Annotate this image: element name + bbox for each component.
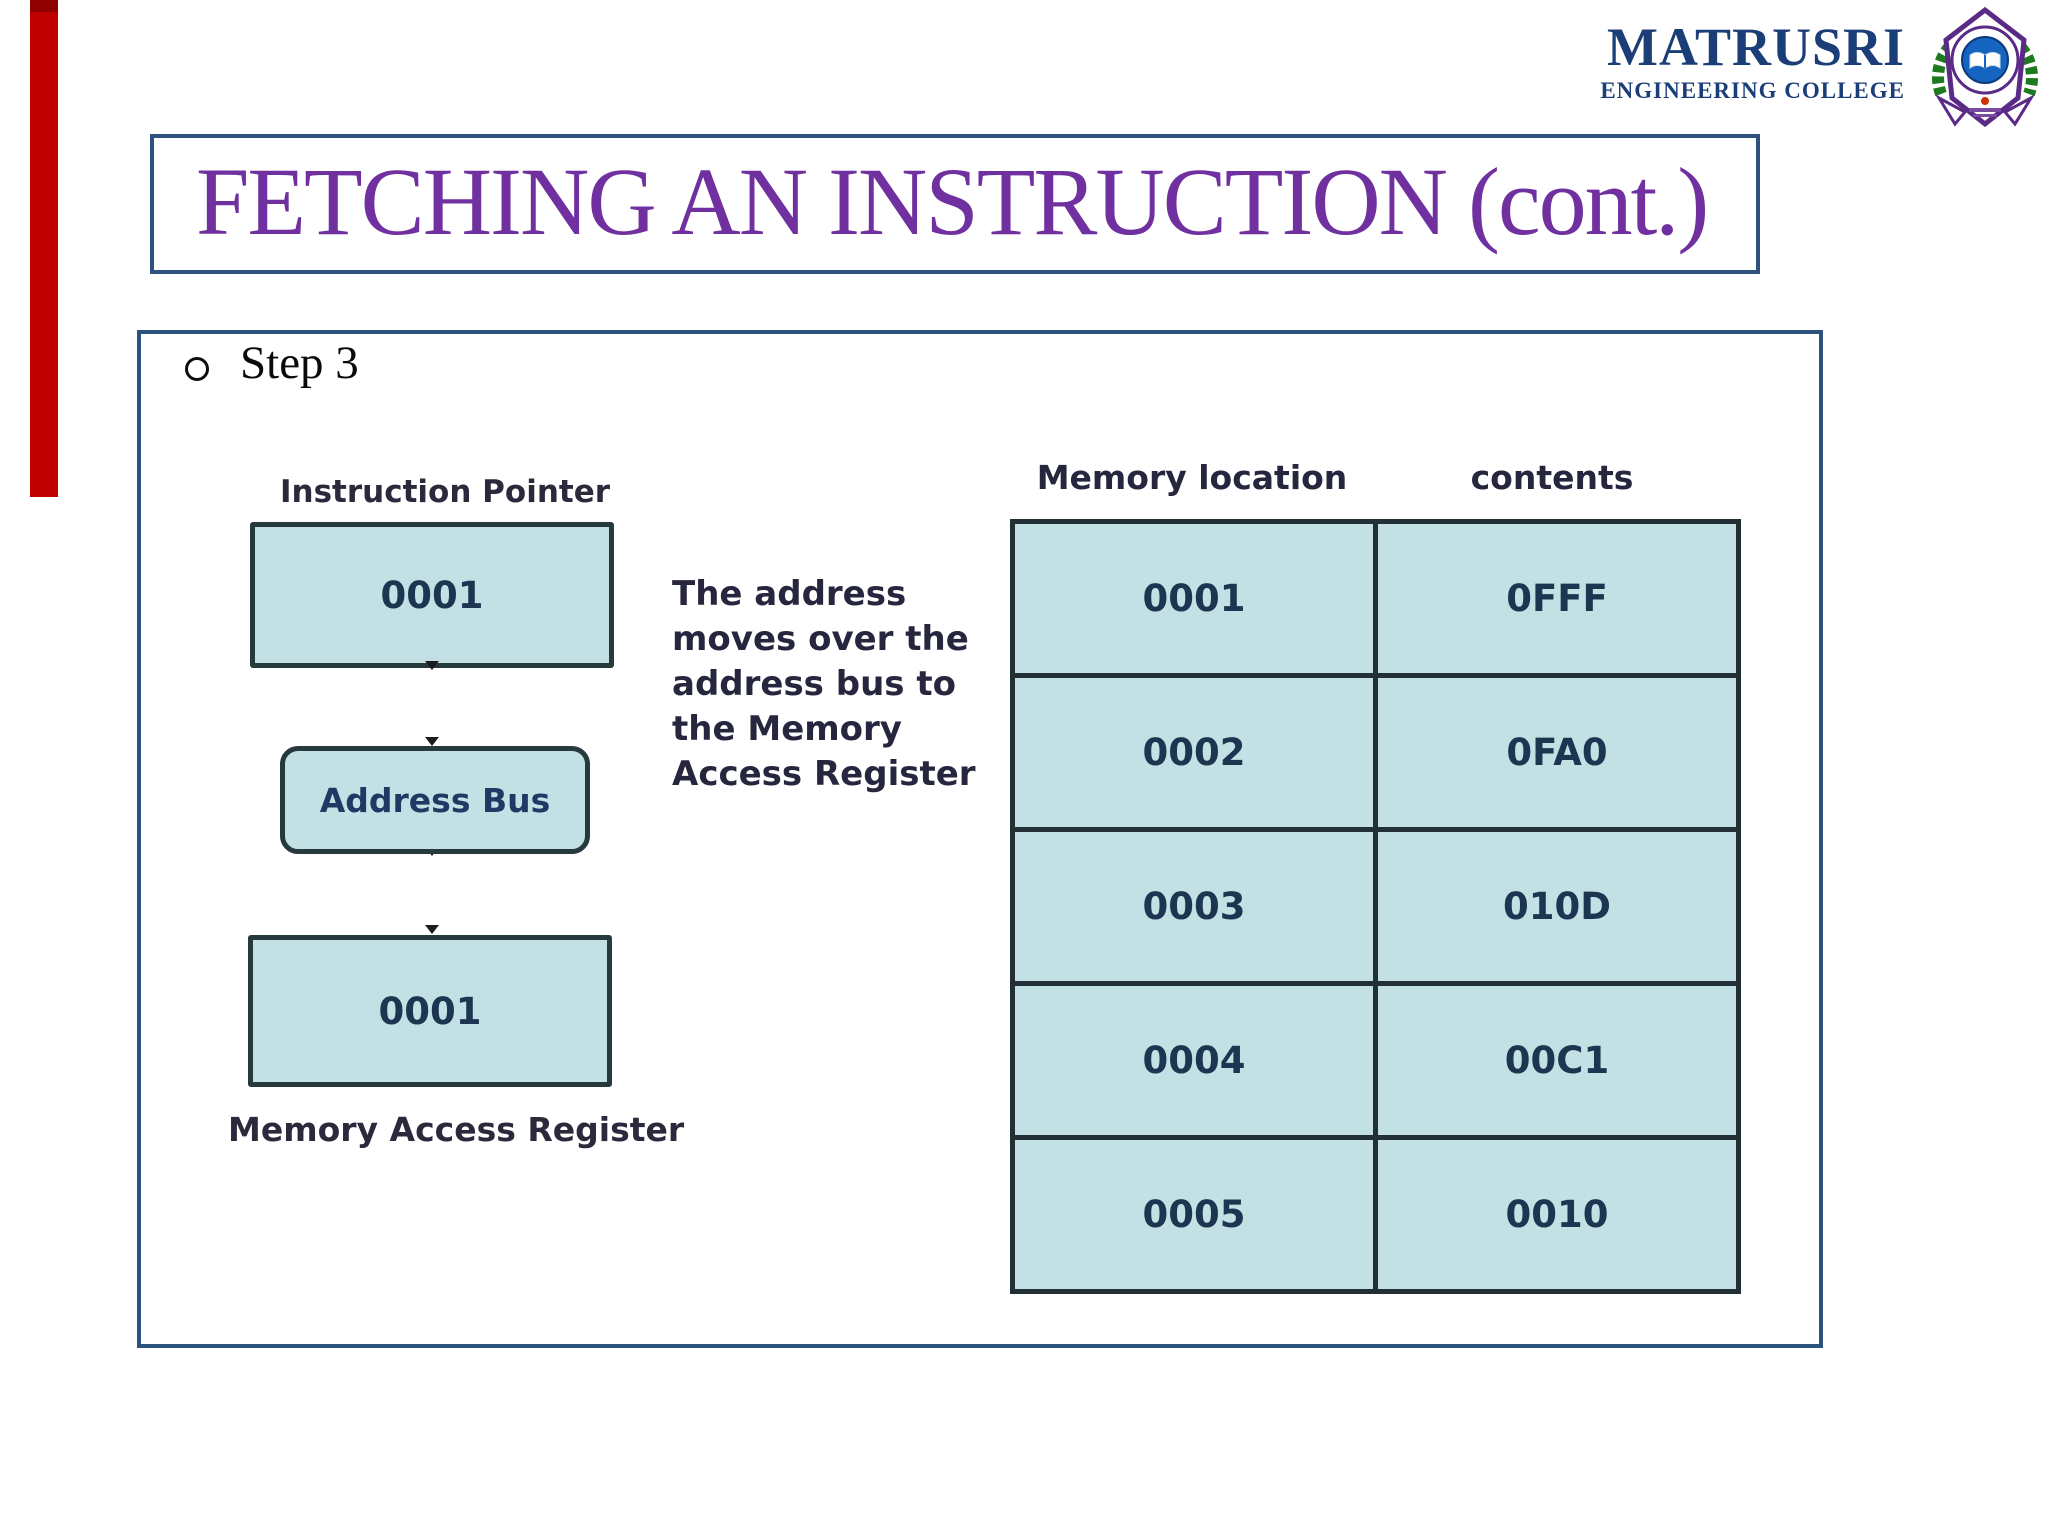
contents-cell: 0010 — [1373, 1135, 1741, 1294]
memory-access-register-label: Memory Access Register — [228, 1110, 685, 1149]
explanation-line: address bus to — [672, 664, 956, 704]
explanation-line: moves over the — [672, 619, 969, 659]
connector-nub-icon — [425, 737, 439, 746]
college-name: MATRUSRI — [1606, 17, 1905, 77]
memory-access-register-value: 0001 — [378, 989, 482, 1033]
table-row: 0004 00C1 — [1010, 981, 1741, 1140]
step-label: Step 3 — [240, 337, 359, 389]
table-row: 0005 0010 — [1010, 1135, 1741, 1294]
instruction-pointer-box: 0001 — [250, 522, 614, 668]
contents-cell: 010D — [1373, 827, 1741, 986]
table-row: 0001 0FFF — [1010, 519, 1741, 678]
explanation-line: Access Register — [672, 754, 976, 794]
slide-title: FETCHING AN INSTRUCTION (cont.) — [196, 147, 1709, 255]
memory-location-cell: 0005 — [1010, 1135, 1378, 1294]
connector-nub-icon — [425, 661, 439, 670]
red-accent-bar — [30, 0, 58, 497]
address-bus-label: Address Bus — [319, 780, 551, 820]
college-logo-text: MATRUSRI ENGINEERING COLLEGE — [1555, 18, 1905, 106]
college-subtitle: ENGINEERING COLLEGE — [1600, 78, 1905, 103]
memory-location-cell: 0001 — [1010, 519, 1378, 678]
connector-nub-icon — [425, 925, 439, 934]
table-row: 0002 0FA0 — [1010, 673, 1741, 832]
contents-cell: 0FFF — [1373, 519, 1741, 678]
explanation-line: The address — [672, 574, 907, 614]
instruction-pointer-label: Instruction Pointer — [279, 474, 611, 510]
memory-access-register-box: 0001 — [248, 935, 612, 1087]
title-box: FETCHING AN INSTRUCTION (cont.) — [150, 134, 1760, 274]
contents-cell: 0FA0 — [1373, 673, 1741, 832]
contents-header: contents — [1470, 458, 1634, 497]
college-crest-icon — [1932, 6, 2038, 128]
memory-location-cell: 0004 — [1010, 981, 1378, 1140]
memory-location-header: Memory location — [1036, 458, 1348, 497]
explanation-text: The address moves over the address bus t… — [672, 572, 976, 797]
memory-table: 0001 0FFF 0002 0FA0 0003 010D 0004 00C1 … — [1010, 519, 1741, 1294]
contents-cell: 00C1 — [1373, 981, 1741, 1140]
step-bullet-icon — [185, 357, 209, 381]
table-row: 0003 010D — [1010, 827, 1741, 986]
explanation-line: the Memory — [672, 709, 902, 749]
memory-location-cell: 0002 — [1010, 673, 1378, 832]
instruction-pointer-value: 0001 — [380, 573, 484, 617]
memory-location-cell: 0003 — [1010, 827, 1378, 986]
address-bus-box: Address Bus — [280, 746, 590, 854]
